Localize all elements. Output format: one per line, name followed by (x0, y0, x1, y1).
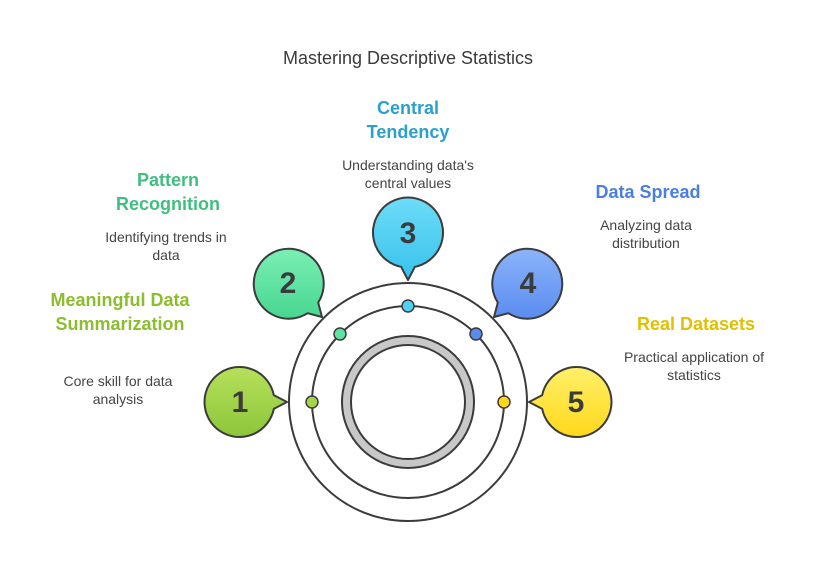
stage-5-bubble: 5 (528, 366, 613, 438)
inner-core (350, 344, 466, 460)
stage-1-bubble: 1 (203, 366, 288, 438)
stage-4-description: Analyzing data distribution (600, 217, 692, 251)
stage-1-description: Core skill for data analysis (63, 373, 173, 407)
stage-5-dot (497, 395, 511, 409)
stage-1-number: 1 (232, 386, 249, 419)
diagram-title: Mastering Descriptive Statistics (282, 48, 534, 68)
stage-3-description: Understanding data's central values (342, 157, 474, 191)
stage-3-number: 3 (400, 217, 417, 250)
stage-2-dot (333, 327, 347, 341)
stage-1-title: Meaningful Data Summarization (50, 290, 190, 334)
stage-2-description: Identifying trends in data (105, 229, 227, 263)
stage-2-bubble: 2 (252, 247, 325, 320)
stage-5-number: 5 (568, 386, 585, 419)
stage-5-description: Practical application of statistics (623, 349, 765, 383)
stage-3-title: Central Tendency (366, 98, 450, 142)
stage-4-title: Data Spread (595, 182, 701, 202)
stage-3-dot (401, 299, 415, 313)
stage-2-number: 2 (280, 267, 297, 300)
stage-4-bubble: 4 (491, 247, 564, 320)
stage-5-title: Real Datasets (636, 314, 756, 334)
stage-2-title: Pattern Recognition (116, 170, 220, 214)
stage-3-bubble: 3 (372, 196, 444, 281)
stage-4-number: 4 (520, 267, 537, 300)
stage-1-dot (305, 395, 319, 409)
stage-4-dot (469, 327, 483, 341)
